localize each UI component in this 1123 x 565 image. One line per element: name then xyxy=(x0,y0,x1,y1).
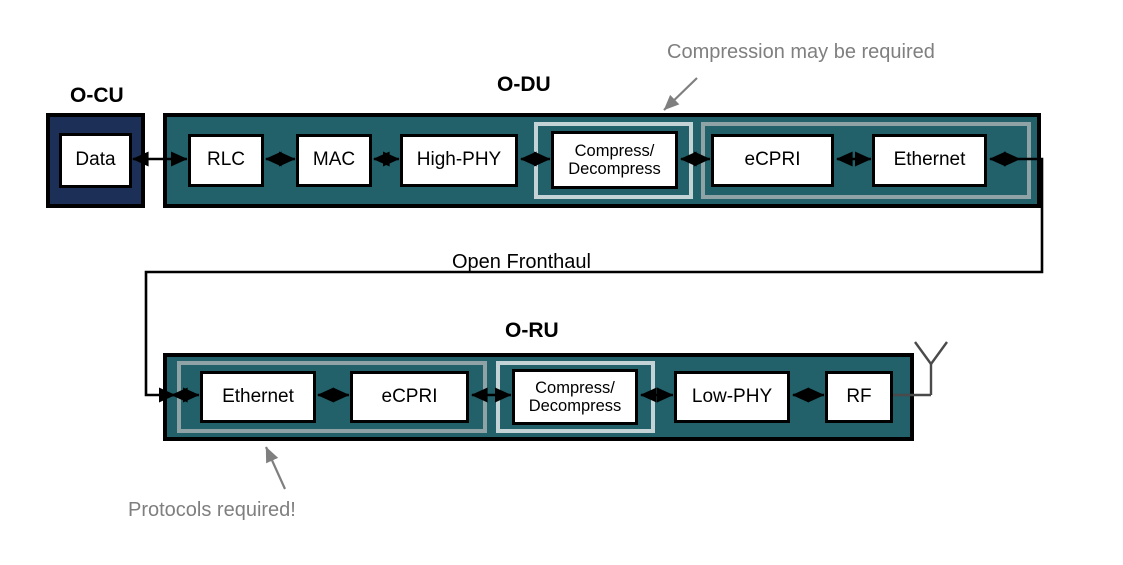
leader-protocols-annotation xyxy=(264,446,287,490)
odu-title: O-DU xyxy=(497,73,551,96)
ocu-block-data[interactable]: Data xyxy=(59,133,132,188)
odu-block-mac[interactable]: MAC xyxy=(296,134,372,187)
oru-block-rf[interactable]: RF xyxy=(825,371,893,423)
odu-block-ethernet[interactable]: Ethernet xyxy=(872,134,987,187)
open-fronthaul-label: Open Fronthaul xyxy=(452,251,591,273)
oru-block-ethernet[interactable]: Ethernet xyxy=(200,371,316,423)
odu-block-rlc[interactable]: RLC xyxy=(188,134,264,187)
oru-title: O-RU xyxy=(505,319,559,342)
ocu-title: O-CU xyxy=(70,84,124,107)
odu-block-high-phy[interactable]: High-PHY xyxy=(400,134,518,187)
annotation-compression: Compression may be required xyxy=(667,41,935,63)
odu-block-ecpri[interactable]: eCPRI xyxy=(711,134,834,187)
oru-block-ecpri[interactable]: eCPRI xyxy=(350,371,469,423)
oru-block-compress-decompress[interactable]: Compress/ Decompress xyxy=(512,369,638,425)
annotation-protocols: Protocols required! xyxy=(128,499,296,521)
odu-block-compress-decompress[interactable]: Compress/ Decompress xyxy=(551,131,678,189)
leader-compression-annotation xyxy=(663,77,698,111)
oru-block-low-phy[interactable]: Low-PHY xyxy=(674,371,790,423)
